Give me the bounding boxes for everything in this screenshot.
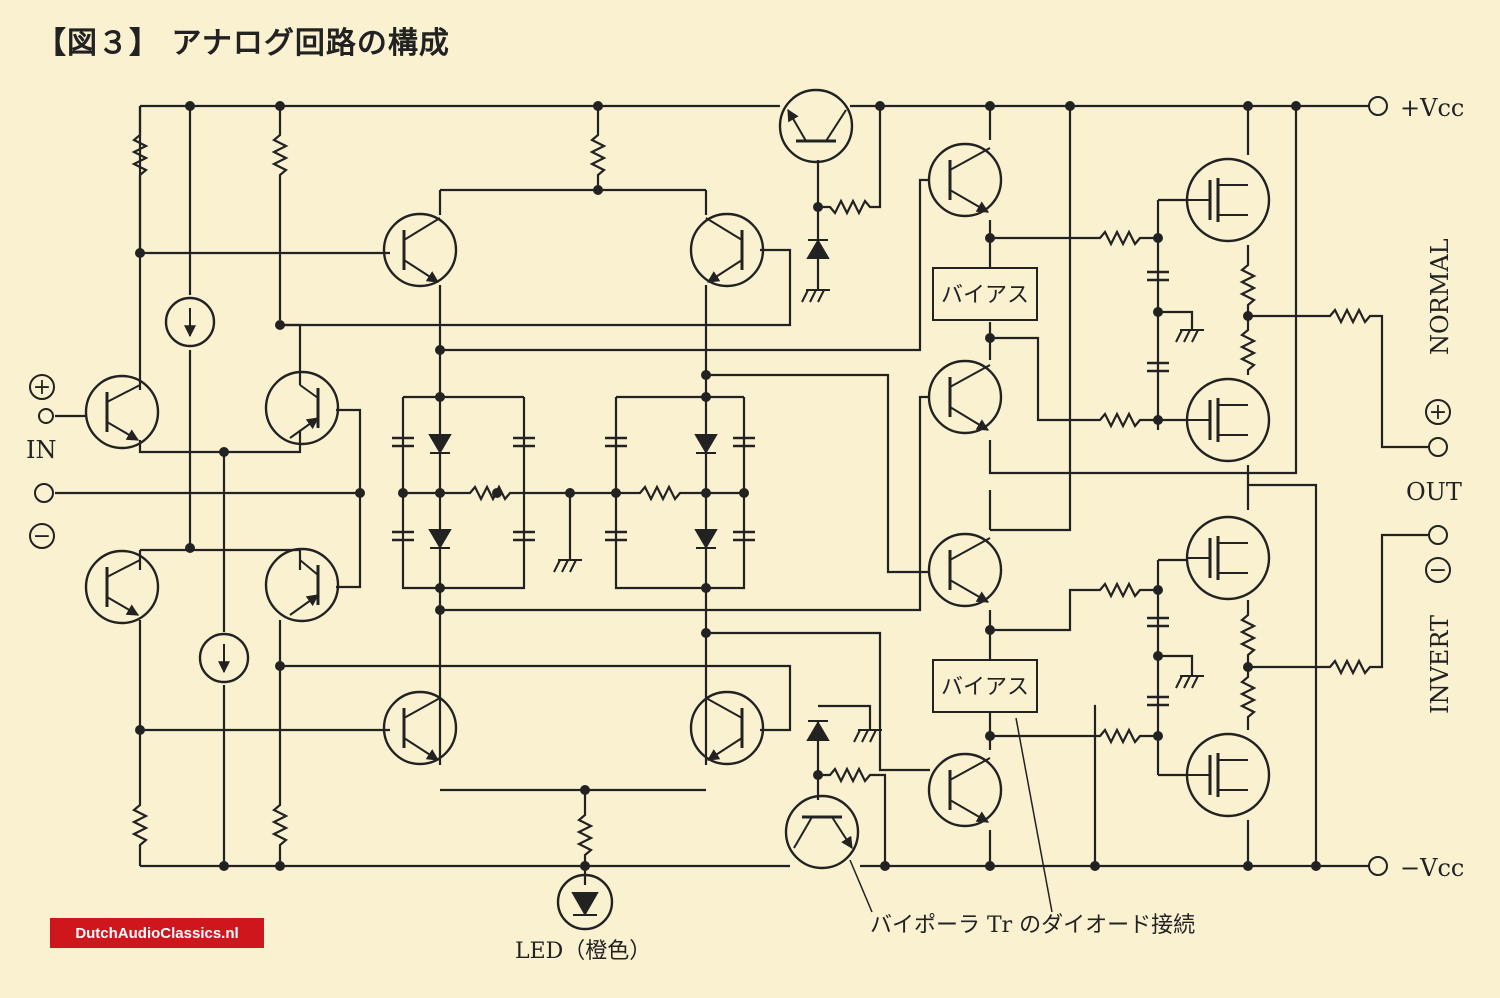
- bjt-q13: [927, 532, 1003, 608]
- terminal-in-plus: [38, 408, 54, 424]
- bjt-q3: [84, 374, 160, 450]
- vcc-pos-label: +Vcc: [1400, 94, 1464, 122]
- bjt-q8: [689, 690, 765, 766]
- led-circle: [556, 873, 614, 931]
- bipolar-diode-label: バイポーラ Tr のダイオード接続: [870, 913, 1195, 938]
- bias-block-bottom: [932, 659, 1038, 713]
- current-source-1: [164, 296, 216, 348]
- bjt-q4: [264, 370, 340, 446]
- normal-label: NORMAL: [1426, 238, 1454, 355]
- terminal-out-plus: [1428, 437, 1448, 457]
- bjt-q14: [927, 752, 1003, 828]
- bjt-q9: [778, 88, 854, 164]
- transistor-group: [84, 88, 1271, 931]
- bjt-q5: [84, 549, 160, 625]
- bias-top-label: バイアス: [941, 283, 1029, 308]
- terminal-in-minus: [34, 483, 54, 503]
- bjt-q12: [927, 359, 1003, 435]
- in-plus-badge: [29, 374, 55, 400]
- invert-label: INVERT: [1426, 615, 1454, 714]
- terminal-vcc-neg: [1368, 856, 1388, 876]
- figure-title: 【図３】 アナログ回路の構成: [36, 26, 450, 61]
- mosfet-m3: [1185, 515, 1271, 601]
- watermark-badge: DutchAudioClassics.nl: [50, 918, 264, 948]
- bjt-q6: [264, 547, 340, 623]
- terminal-out-minus: [1428, 525, 1448, 545]
- bias-bottom-label: バイアス: [941, 675, 1029, 700]
- bjt-q7: [382, 690, 458, 766]
- out-minus-sign: −: [1429, 558, 1447, 583]
- mosfet-m1: [1185, 157, 1271, 243]
- in-minus-badge: [29, 523, 55, 549]
- current-source-2: [198, 632, 250, 684]
- out-label: OUT: [1406, 478, 1462, 506]
- bjt-q2: [689, 212, 765, 288]
- mosfet-m2: [1185, 377, 1271, 463]
- bjt-q11: [927, 142, 1003, 218]
- out-plus-badge: [1425, 399, 1451, 425]
- bias-block-top: [932, 267, 1038, 321]
- in-minus-sign: −: [33, 524, 51, 549]
- out-plus-sign: +: [1429, 400, 1447, 425]
- led-label: LED（橙色）: [515, 939, 651, 964]
- bjt-q1: [382, 212, 458, 288]
- mosfet-m4: [1185, 732, 1271, 818]
- bjt-q10: [784, 794, 860, 870]
- in-plus-sign: +: [33, 375, 51, 400]
- out-minus-badge: [1425, 557, 1451, 583]
- in-label: IN: [26, 436, 56, 464]
- terminal-vcc-pos: [1368, 96, 1388, 116]
- vcc-neg-label: −Vcc: [1400, 854, 1464, 882]
